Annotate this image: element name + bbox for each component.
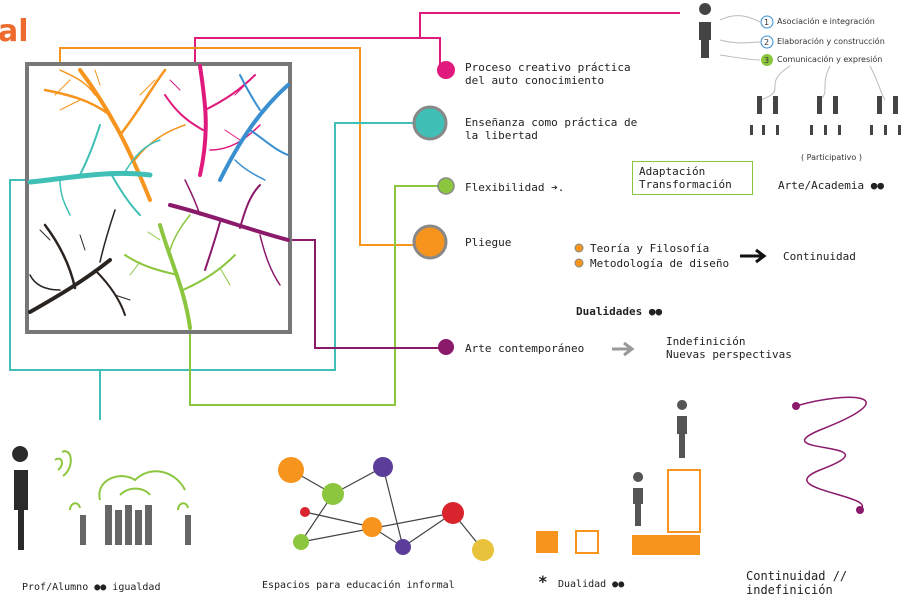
item-metodologia: Metodología de diseño	[590, 257, 730, 270]
label-ensenanza: Enseñanza como práctica de la libertad	[465, 116, 638, 142]
teal-tree	[27, 124, 161, 216]
connector-lines	[9, 12, 680, 420]
node-purple	[438, 339, 454, 355]
page-title: al	[0, 14, 29, 49]
label-arte-academia: Arte/Academia ●●	[778, 179, 884, 192]
tree-illustration	[25, 62, 292, 334]
connector-teal	[9, 122, 420, 371]
caption-espacios: Espacios para educación informal	[262, 580, 455, 591]
node-magenta	[437, 61, 455, 79]
step-number-3: 3	[764, 56, 770, 65]
caption-dualidad: Dualidad ●●	[558, 579, 625, 590]
item-teoria: Teoría y Filosofía	[590, 242, 710, 255]
connector-magenta	[194, 37, 441, 65]
label-proceso-creativo: Proceso creativo práctica del auto conoc…	[465, 61, 631, 87]
label-pliegue: Pliegue	[465, 236, 512, 249]
continuidad-curve	[792, 396, 867, 514]
caption-continuidad-indefinicion: Continuidad // indefinición	[746, 569, 848, 597]
orange-tree	[43, 68, 186, 202]
caption-dualidad-star: *	[538, 572, 548, 591]
label-flexibilidad: Flexibilidad ➔.	[465, 181, 565, 194]
connector-purple	[285, 239, 440, 349]
purple-tree	[168, 179, 290, 286]
node-green	[437, 177, 455, 195]
step-comunicacion: Comunicación y expresión	[777, 55, 883, 64]
network-graph	[278, 457, 494, 561]
label-indefinicion: Indefinición Nuevas perspectivas	[666, 335, 792, 361]
arrow-gray-icon	[612, 341, 635, 357]
arrow-continuidad-icon	[740, 248, 767, 264]
blue-tree	[218, 74, 290, 182]
green-tree	[124, 214, 236, 330]
black-tree	[28, 209, 131, 316]
connector-green	[189, 185, 440, 406]
connector-magenta-to-panel	[419, 12, 680, 38]
step-number-2: 2	[764, 38, 770, 47]
participativo-panel	[699, 3, 901, 135]
magenta-tree	[164, 64, 261, 177]
step-elaboracion: Elaboración y construcción	[777, 37, 885, 46]
step-number-1: 1	[764, 18, 770, 27]
node-orange	[412, 224, 448, 260]
bullet-teoria	[574, 243, 584, 253]
label-dualidades: Dualidades ●●	[576, 305, 663, 318]
label-continuidad: Continuidad	[783, 250, 856, 263]
node-teal	[412, 105, 448, 141]
label-arte-contemporaneo: Arte contemporáneo	[465, 342, 585, 355]
dualidad-illustration	[536, 400, 701, 555]
prof-alumno-illustration	[12, 446, 191, 550]
connector-orange	[59, 47, 420, 246]
step-asociacion: Asociación e integración	[777, 17, 875, 26]
nodes	[412, 61, 455, 355]
participativo-caption: ( Participativo )	[801, 153, 862, 162]
adaptacion-box: Adaptación Transformación	[632, 161, 753, 195]
caption-prof-alumno: Prof/Alumno ●● igualdad	[22, 582, 161, 593]
bullet-metodologia	[574, 258, 584, 268]
